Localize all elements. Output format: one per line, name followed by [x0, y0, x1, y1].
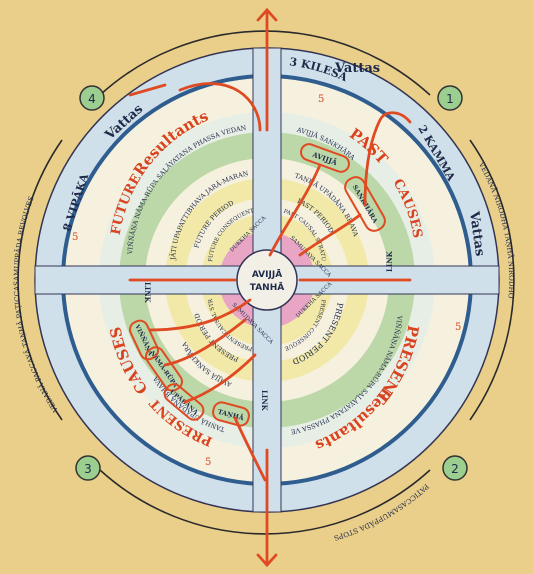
- kamma-vattas: Vattas: [466, 209, 487, 257]
- badge-3: 3: [75, 455, 101, 481]
- badge-4: 4: [79, 85, 105, 111]
- five-present-causes: 5: [205, 457, 211, 468]
- five-future: 5: [72, 232, 78, 243]
- hub: [236, 249, 298, 311]
- badge-2: 2: [442, 455, 468, 481]
- hub-line1: AVIJJĀ: [252, 269, 282, 280]
- link-bottom: LINK: [260, 390, 269, 412]
- hub-line2: TANHĀ: [250, 282, 284, 293]
- svg-text:4: 4: [88, 92, 96, 106]
- link-right: LINK: [385, 250, 394, 272]
- svg-text:1: 1: [446, 92, 454, 106]
- outer-arrow-ring: [17, 30, 515, 535]
- flow-lines: [128, 7, 412, 568]
- five-past: 5: [318, 94, 324, 105]
- five-present: 5: [455, 322, 461, 333]
- svg-text:3: 3: [84, 462, 92, 476]
- kilesa-vattas: Vattas: [334, 61, 380, 76]
- link-left: LINK: [143, 282, 152, 304]
- svg-text:2: 2: [451, 462, 459, 476]
- badge-1: 1: [437, 85, 463, 111]
